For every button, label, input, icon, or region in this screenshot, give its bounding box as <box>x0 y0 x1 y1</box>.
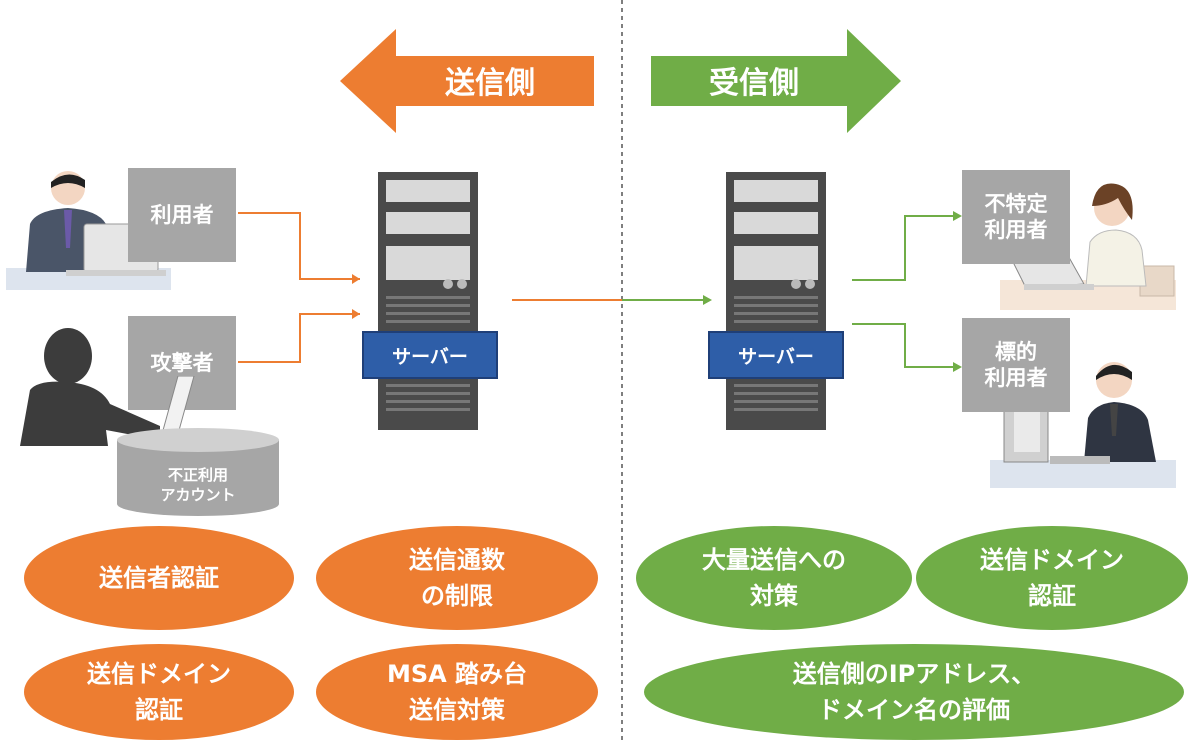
database-cylinder-icon <box>117 428 279 516</box>
receiver-side-label: 受信側 <box>709 66 799 101</box>
connector-lines <box>238 211 962 372</box>
unspecified-user-label: 不特定 利用者 <box>962 170 1070 264</box>
account-label: 不正利用 アカウント <box>160 466 236 504</box>
sender-side-arrow <box>340 29 594 133</box>
user-label: 利用者 <box>128 168 236 262</box>
sender-side-label: 送信側 <box>445 66 535 101</box>
measure-sender-domain-auth-right: 送信ドメイン 認証 <box>916 526 1188 630</box>
measure-ip-eval-text: 送信側のIPアドレス、 ドメイン名の評価 <box>792 660 1036 724</box>
target-user-label: 標的 利用者 <box>962 318 1070 412</box>
measure-mass-mail: 大量送信への 対策 <box>636 526 912 630</box>
measure-msa-relay: MSA 踏み台 送信対策 <box>316 644 598 740</box>
man-at-desktop-icon <box>990 362 1176 488</box>
measure-sender-domain-auth-right-text: 送信ドメイン 認証 <box>980 546 1124 610</box>
measure-mass-mail-text: 大量送信への 対策 <box>702 546 846 610</box>
measure-ip-eval: 送信側のIPアドレス、 ドメイン名の評価 <box>644 644 1184 740</box>
receiver-side-arrow <box>651 29 901 133</box>
measure-sender-domain-auth-left: 送信ドメイン 認証 <box>24 644 294 740</box>
attacker-silhouette-icon <box>20 328 160 446</box>
right-server-label: サーバー <box>708 331 844 379</box>
measure-send-limit-text: 送信通数 の制限 <box>409 546 505 610</box>
measure-msa-relay-text: MSA 踏み台 送信対策 <box>386 660 528 724</box>
measure-sender-auth-text: 送信者認証 <box>99 564 219 592</box>
left-server-label: サーバー <box>362 331 498 379</box>
measure-send-limit: 送信通数 の制限 <box>316 526 598 630</box>
measure-sender-auth: 送信者認証 <box>24 526 294 630</box>
measure-sender-domain-auth-left-text: 送信ドメイン 認証 <box>87 660 231 724</box>
server-tower-icon <box>726 172 826 430</box>
server-tower-icon <box>378 172 478 430</box>
